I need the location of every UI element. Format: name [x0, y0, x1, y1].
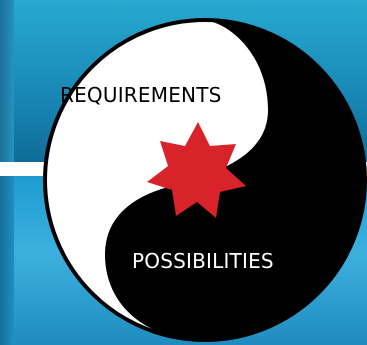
possibilities-label: POSSIBILITIES — [132, 249, 274, 273]
yin-yang-outline — [43, 18, 367, 342]
seven-point-star-icon — [147, 122, 246, 218]
panel-edge-strip — [0, 0, 14, 162]
panel-edge-strip — [0, 176, 14, 345]
requirements-label: REQUIREMENTS — [60, 83, 222, 107]
